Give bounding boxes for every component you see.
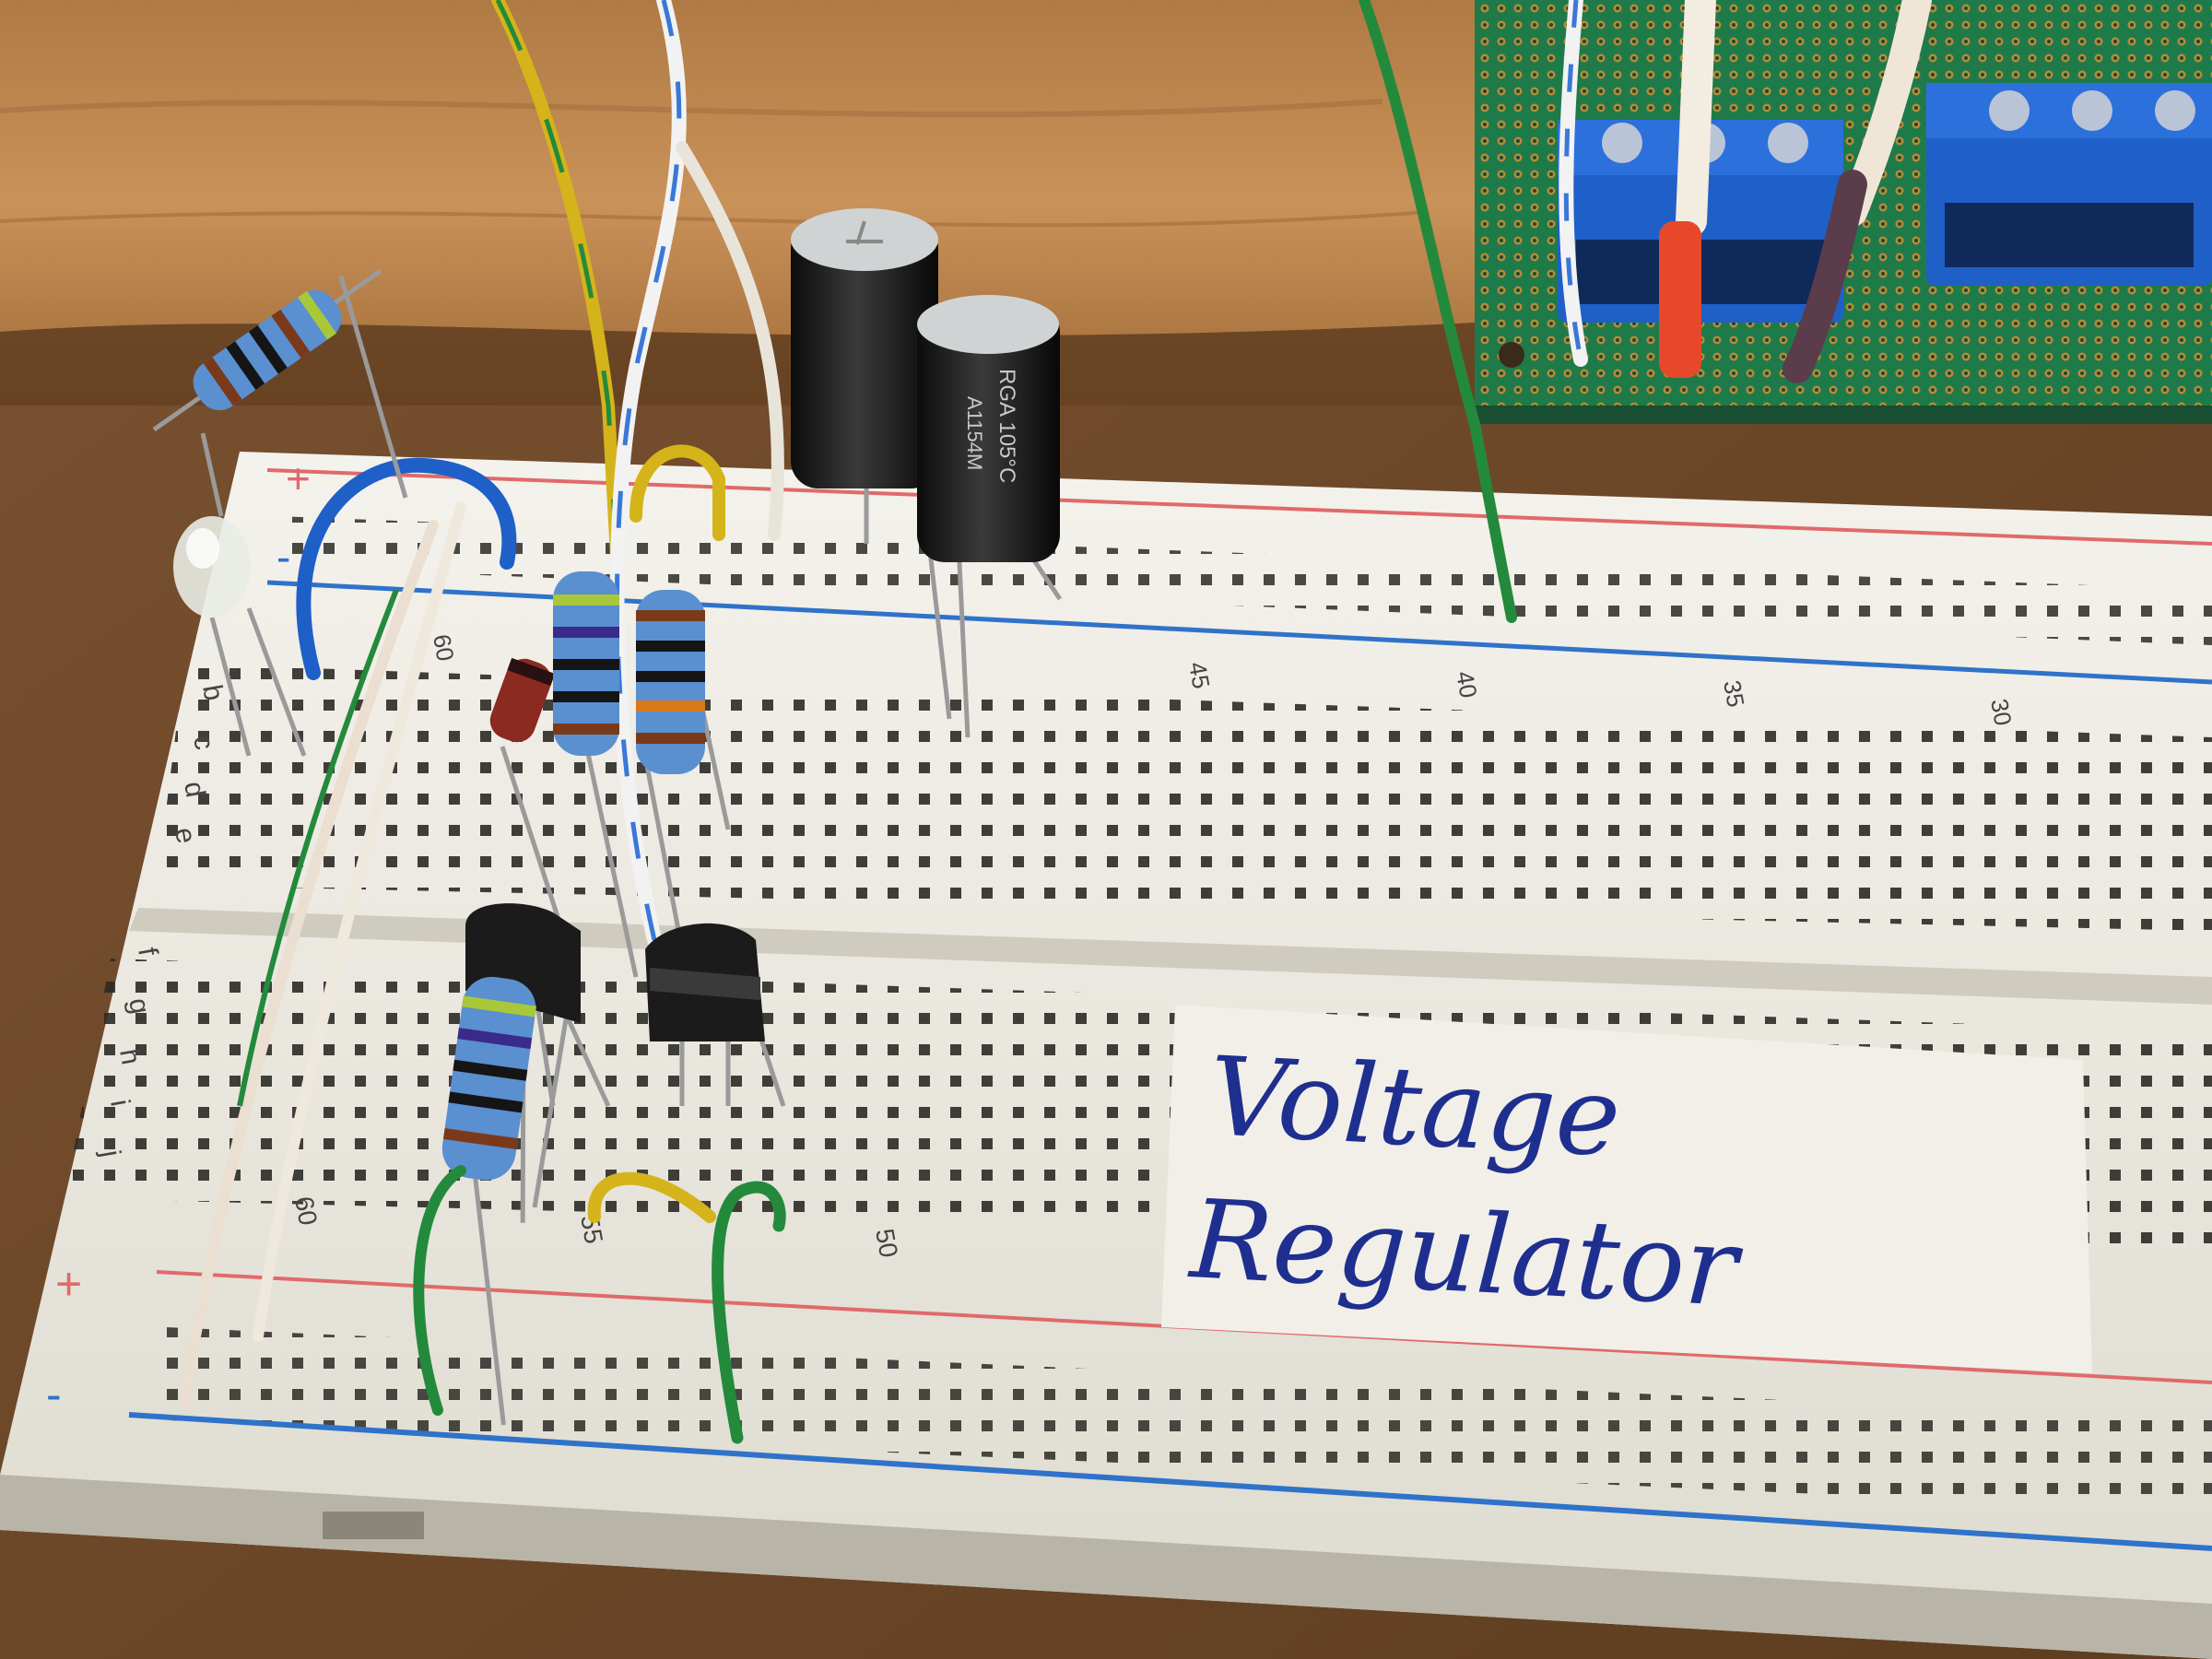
resistor-bottom bbox=[441, 976, 537, 1426]
row-letter: d bbox=[178, 779, 210, 799]
resistor-middle-2 bbox=[636, 590, 731, 950]
resistor-middle-1 bbox=[553, 571, 639, 978]
column-number: 60 bbox=[428, 632, 460, 664]
breadboard-notch bbox=[323, 1512, 424, 1539]
row-letter: c bbox=[187, 733, 219, 752]
transistor-right bbox=[645, 923, 786, 1107]
red-heatshrink bbox=[1659, 221, 1701, 378]
white-wire-to-rail bbox=[179, 520, 439, 1406]
row-letter: h bbox=[113, 1046, 146, 1066]
white-blue-wire bbox=[1559, 0, 1588, 367]
perfboard bbox=[1475, 0, 2212, 424]
led bbox=[173, 516, 307, 757]
green-wire-long bbox=[1359, 0, 1517, 623]
breadboard: + - + - 60 45 40 35 30 60 55 50 b c d e … bbox=[0, 452, 2212, 1659]
white-wire-to-rail-2 bbox=[253, 501, 466, 1342]
capacitor-right: RGA 105°C A1154M bbox=[917, 295, 1063, 738]
bottom-rail-minus-sign: - bbox=[46, 1369, 62, 1420]
blue-jumper-wire bbox=[296, 457, 517, 680]
capacitor-marking: A1154M bbox=[963, 396, 986, 470]
row-letter: g bbox=[123, 995, 155, 1016]
column-number: 60 bbox=[289, 1194, 323, 1228]
bottom-blue-rail-line bbox=[128, 1412, 2212, 1551]
capacitor-marking: RGA 105°C bbox=[994, 369, 1019, 483]
row-letter: b bbox=[196, 682, 229, 702]
top-red-rail-line bbox=[266, 468, 2212, 546]
bottom-power-rail-holes bbox=[147, 1327, 2212, 1512]
label-line-regulator: Regulator bbox=[1186, 1175, 1747, 1331]
green-jumper-bottom-left bbox=[413, 1165, 466, 1416]
bottom-rail-plus-sign: + bbox=[55, 1258, 82, 1310]
resistor-top-left bbox=[152, 268, 382, 432]
column-number: 45 bbox=[1183, 660, 1216, 691]
column-number: 40 bbox=[1451, 669, 1483, 700]
yellow-jumper-top bbox=[629, 444, 725, 541]
diode bbox=[489, 657, 556, 743]
white-green-wire bbox=[676, 141, 784, 541]
column-number: 30 bbox=[1985, 697, 2018, 728]
top-rail-minus-sign: - bbox=[276, 533, 290, 581]
white-wire-red-sleeve bbox=[1676, 0, 1716, 237]
column-number: 35 bbox=[1718, 678, 1750, 710]
screw-terminal-block-right bbox=[1926, 83, 2212, 286]
row-letter: e bbox=[169, 825, 201, 845]
column-number: 50 bbox=[870, 1227, 903, 1260]
green-jumper-bottom-right bbox=[712, 1181, 786, 1444]
yellow-jumper-bottom bbox=[587, 1171, 716, 1223]
top-power-rail-holes bbox=[276, 516, 2212, 645]
top-rail-plus-sign: + bbox=[286, 454, 311, 502]
label-line-voltage: Voltage bbox=[1206, 1032, 1624, 1181]
voltage-regulator-label: Voltage Regulator bbox=[1161, 1005, 2092, 1373]
